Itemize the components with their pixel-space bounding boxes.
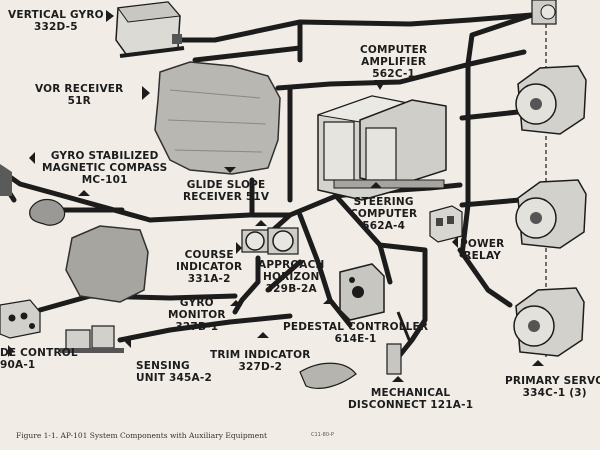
figure-caption: Figure 1-1. AP-101 System Components wit… [16, 431, 268, 440]
gyro-compass-unit [0, 164, 66, 226]
approach-horizon-name-2: HORIZON [263, 271, 320, 283]
course-indicator-label: COURSE INDICATOR 331A-2 [176, 249, 242, 285]
gyro-monitor-name-2: MONITOR [168, 309, 226, 321]
drawing-code: C11-80-P [311, 432, 334, 438]
power-relay-unit [429, 205, 463, 243]
computer-amplifier-label: COMPUTER AMPLIFIER 562C-1 [360, 44, 427, 80]
approach-horizon-name-1: APPROACH [258, 259, 325, 271]
primary-servo-label: PRIMARY SERVO 334C-1 (3) [505, 375, 600, 399]
sensing-unit-model: UNIT 345A-2 [136, 372, 212, 384]
vertical-gyro-label: VERTICAL GYRO 332D-5 [8, 9, 104, 33]
gyro-monitor-model: 327B-1 [175, 321, 219, 333]
vertical-gyro-model: 332D-5 [34, 21, 78, 33]
vor-receiver-name: VOR RECEIVER [35, 83, 124, 95]
approach-horizon-unit [267, 227, 299, 255]
primary-servo-model: 334C-1 (3) [522, 387, 587, 399]
steering-computer-name-2: COMPUTER [350, 208, 418, 220]
steering-computer-label: STEERING COMPUTER 562A-4 [350, 196, 417, 232]
cable-harness [0, 12, 535, 358]
mechanical-disconnect-unit [299, 311, 412, 389]
mode-control-label: DE CONTROL 90A-1 [0, 347, 78, 371]
trim-indicator-name: TRIM INDICATOR [210, 349, 311, 361]
mode-control-model: 90A-1 [0, 359, 36, 371]
glide-slope-name: GLIDE SLOPE [186, 179, 266, 191]
gyro-monitor-name-1: GYRO [179, 297, 214, 309]
vor-receiver-unit [154, 61, 281, 175]
power-relay-name-2: RELAY [463, 250, 502, 262]
computer-amplifier-name-2: AMPLIFIER [361, 56, 427, 68]
pedestal-controller-name: PEDESTAL CONTROLLER [283, 321, 429, 333]
approach-horizon-model: 329B-2A [265, 283, 317, 295]
mode-control-unit [0, 299, 41, 339]
sensing-unit-label: SENSING UNIT 345A-2 [136, 360, 212, 384]
gyro-compass-model: MC-101 [81, 174, 128, 186]
course-indicator-name-2: INDICATOR [176, 261, 243, 273]
gyro-monitor-label: GYRO MONITOR 327B-1 [168, 297, 226, 333]
pedestal-controller-label: PEDESTAL CONTROLLER 614E-1 [283, 321, 428, 345]
approach-horizon-label: APPROACH HORIZON 329B-2A [258, 259, 324, 295]
steering-computer-name-1: STEERING [353, 196, 414, 208]
glide-slope-label: GLIDE SLOPE RECEIVER 51V [183, 179, 269, 203]
pedestal-controller-model: 614E-1 [334, 333, 377, 345]
gyro-compass-name-1: GYRO STABILIZED [50, 150, 159, 162]
top-servo-fragment [531, 0, 557, 25]
gyro-compass-name-2: MAGNETIC COMPASS [42, 162, 168, 174]
primary-servo-name: PRIMARY SERVO [505, 375, 600, 387]
sensing-unit-module [60, 325, 124, 353]
computer-amplifier-model: 562C-1 [372, 68, 416, 80]
gyro-compass-label: GYRO STABILIZED MAGNETIC COMPASS MC-101 [42, 150, 167, 186]
primary-servo-2 [515, 179, 587, 249]
course-indicator-unit [241, 229, 269, 253]
lower-left-amplifier-unit [65, 225, 149, 303]
glide-slope-model: RECEIVER 51V [183, 191, 270, 203]
primary-servo-3 [513, 287, 585, 357]
vor-receiver-label: VOR RECEIVER 51R [35, 83, 123, 107]
mechanical-disconnect-model: DISCONNECT 121A-1 [348, 399, 474, 411]
steering-computer-unit [333, 99, 447, 189]
computer-amplifier-name-1: COMPUTER [360, 44, 428, 56]
primary-servo-1 [515, 65, 587, 135]
course-indicator-model: 331A-2 [187, 273, 231, 285]
trim-indicator-label: TRIM INDICATOR 327D-2 [210, 349, 311, 373]
steering-computer-model: 562A-4 [362, 220, 406, 232]
vertical-gyro-name: VERTICAL GYRO [8, 9, 104, 21]
sensing-unit-name: SENSING [136, 360, 190, 372]
trim-indicator-model: 327D-2 [238, 361, 283, 373]
power-relay-label: POWER RELAY [460, 238, 504, 262]
mechanical-disconnect-name: MECHANICAL [370, 387, 451, 399]
mode-control-name: DE CONTROL [0, 347, 78, 359]
pedestal-controller-unit [339, 263, 385, 321]
vor-receiver-model: 51R [67, 95, 91, 107]
vertical-gyro-unit [115, 1, 185, 58]
mechanical-disconnect-label: MECHANICAL DISCONNECT 121A-1 [348, 387, 473, 411]
power-relay-name-1: POWER [460, 238, 505, 250]
pointer-arrows [8, 10, 544, 382]
course-indicator-name-1: COURSE [184, 249, 234, 261]
